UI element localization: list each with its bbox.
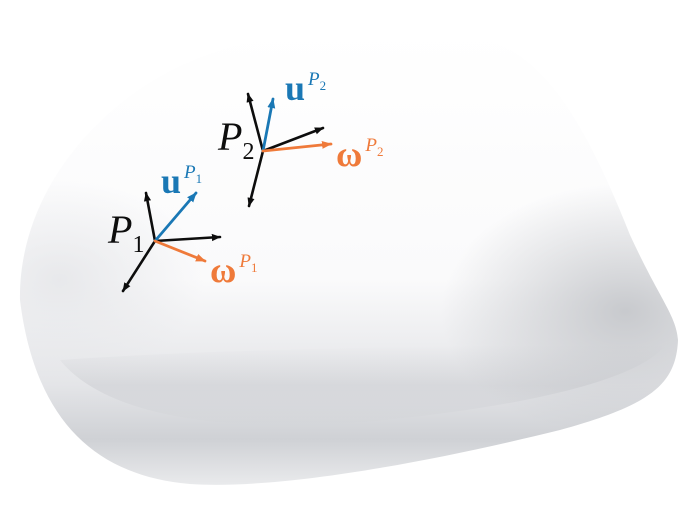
omega-p2-arrow [261, 140, 333, 153]
p2-axis-down [247, 149, 265, 208]
frame-p2 [246, 92, 333, 208]
label-p1: P1 [107, 207, 144, 258]
label-p2: P2 [217, 114, 254, 165]
omega-p1-arrow [153, 239, 207, 263]
p2-axis-up [246, 92, 265, 153]
surface-body [19, 28, 679, 485]
u-p2-arrow [261, 97, 276, 153]
p1-axis-up [143, 191, 157, 243]
p1-axis-right [153, 233, 222, 243]
p1-axis-down-left [121, 239, 157, 293]
p2-axis-right [261, 126, 325, 153]
frame-p1 [121, 191, 222, 293]
u-p1-arrow [153, 191, 198, 243]
